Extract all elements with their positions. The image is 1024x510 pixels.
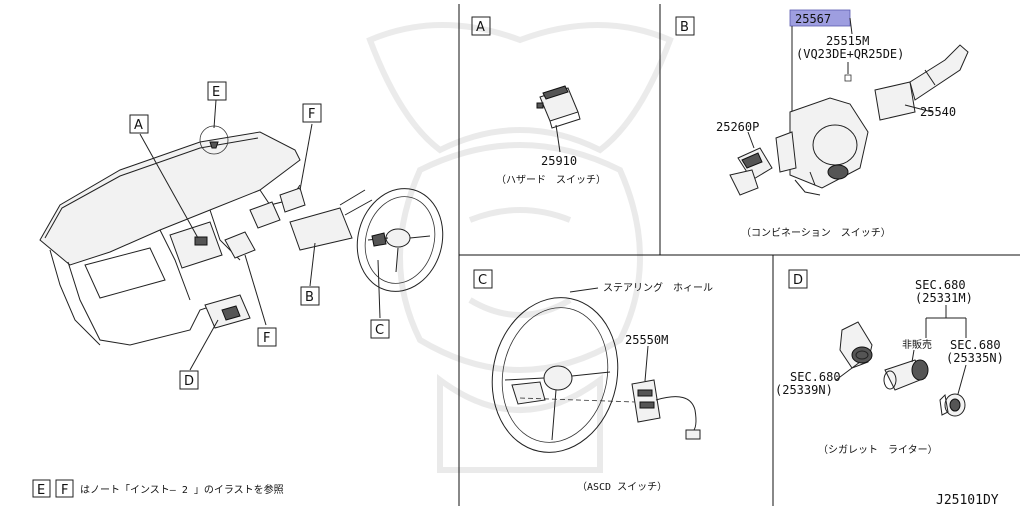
cigarette-lighter-location	[221, 305, 241, 321]
lighting-switch-part	[729, 147, 773, 196]
callout-e-label: E	[212, 85, 220, 100]
lighter-knob-part	[939, 393, 966, 417]
panel-b-letter: B	[680, 20, 689, 35]
panel-d-sec-top-no: (25331M)	[915, 291, 973, 305]
panel-c-letter: C	[478, 273, 487, 288]
dashboard-illustration	[39, 125, 444, 346]
combination-switch-part	[775, 97, 869, 196]
callout-c-label: C	[375, 323, 384, 338]
panel-b-main-note: (VQ23DE+QR25DE)	[796, 47, 904, 61]
footnote-box-e: E	[37, 483, 45, 498]
overview-leaders	[139, 99, 381, 371]
hazard-switch-part	[536, 85, 581, 129]
lighter-element-part	[883, 359, 929, 391]
panel-a-letter: A	[476, 20, 485, 35]
panel-d-not-sold: 非販売	[902, 338, 932, 351]
panel-d-sec-top: SEC.680	[915, 278, 966, 292]
callout-b: B	[300, 286, 320, 306]
callout-c: C	[370, 319, 390, 339]
callout-b-label: B	[305, 290, 314, 305]
panel-b-caption: （コンビネーション スイッチ）	[741, 227, 891, 239]
panel-b-main-part: 25515M	[826, 34, 869, 48]
panel-b-right-part: 25540	[920, 105, 956, 119]
hazard-switch-location	[194, 236, 208, 246]
panel-d-sec-right-no: (25335N)	[946, 351, 1004, 365]
callout-f-bottom-label: F	[263, 331, 270, 346]
panel-d-sec-right: SEC.680	[950, 338, 1001, 352]
panel-c-wheel-label: ステアリング ホィール	[603, 281, 713, 294]
callout-a: A	[129, 114, 149, 134]
panel-a: A 25910 （ハザード スイッチ）	[471, 16, 606, 186]
diagram-code: J25101DY	[936, 493, 999, 508]
panel-b-left-part: 25260P	[716, 120, 759, 134]
footnote: E F はノート「インスト– 2 」のイラストを参照	[32, 479, 284, 498]
panel-d-caption: （シガレット ライター）	[818, 444, 938, 456]
callout-d-label: D	[184, 374, 194, 389]
panel-d-sec-left: SEC.680	[790, 370, 841, 384]
panel-c-part-number: 25550M	[625, 333, 668, 347]
lighter-socket-part	[839, 321, 873, 369]
callout-d: D	[179, 370, 199, 390]
callout-f-bottom: F	[257, 327, 277, 347]
panel-d-sec-left-no: (25339N)	[775, 383, 833, 397]
callout-f-top-label: F	[308, 107, 315, 122]
panel-b: B 25567 25515M (VQ23DE+QR25DE) 25540	[675, 9, 969, 239]
panel-a-caption: （ハザード スイッチ）	[496, 174, 606, 186]
callout-e: E	[207, 81, 227, 101]
panel-d-letter: D	[793, 273, 803, 288]
watermark-emblem	[366, 22, 674, 473]
footnote-box-f: F	[61, 483, 68, 498]
callout-f-top: F	[302, 103, 322, 123]
panel-d: D SEC.680 (25331M) 非販売 SEC.680 (25335N) …	[775, 269, 1004, 456]
panel-b-highlight-part: 25567	[795, 12, 831, 26]
panel-a-part-number: 25910	[541, 154, 577, 168]
footnote-text: はノート「インスト– 2 」のイラストを参照	[80, 483, 284, 496]
wiper-switch-part	[874, 44, 969, 121]
callout-a-label: A	[134, 118, 143, 133]
panel-c: C ステアリング ホィール 25550M （ASCD スイッチ）	[473, 269, 713, 493]
panel-c-caption: （ASCD スイッチ）	[577, 481, 667, 493]
ascd-switch-part	[631, 379, 701, 440]
